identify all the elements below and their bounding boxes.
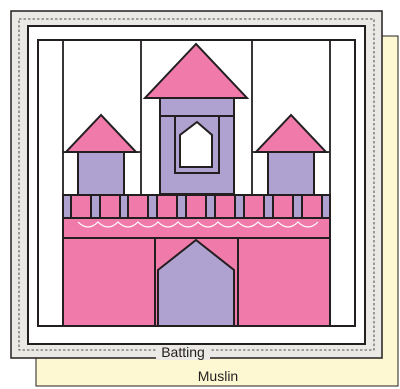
muslin-label: Muslin: [198, 368, 238, 384]
batting-label-group: Batting: [156, 344, 210, 360]
merlon: [128, 195, 148, 218]
merlon: [100, 195, 120, 218]
wall-lower-left: [63, 238, 155, 326]
right-tower-body: [268, 152, 314, 195]
merlon: [157, 195, 177, 218]
merlon: [244, 195, 264, 218]
merlon: [186, 195, 206, 218]
merlon: [71, 195, 91, 218]
wall-lower-right: [238, 238, 330, 326]
merlons: [71, 195, 322, 218]
quilt-top: [28, 26, 365, 344]
wall-band: [63, 218, 330, 238]
battlement-row: [63, 195, 330, 218]
merlon: [273, 195, 293, 218]
left-tower-body: [78, 152, 124, 195]
merlon: [215, 195, 235, 218]
batting-label: Batting: [161, 344, 205, 360]
merlon: [302, 195, 322, 218]
castle-wall: [63, 218, 330, 326]
